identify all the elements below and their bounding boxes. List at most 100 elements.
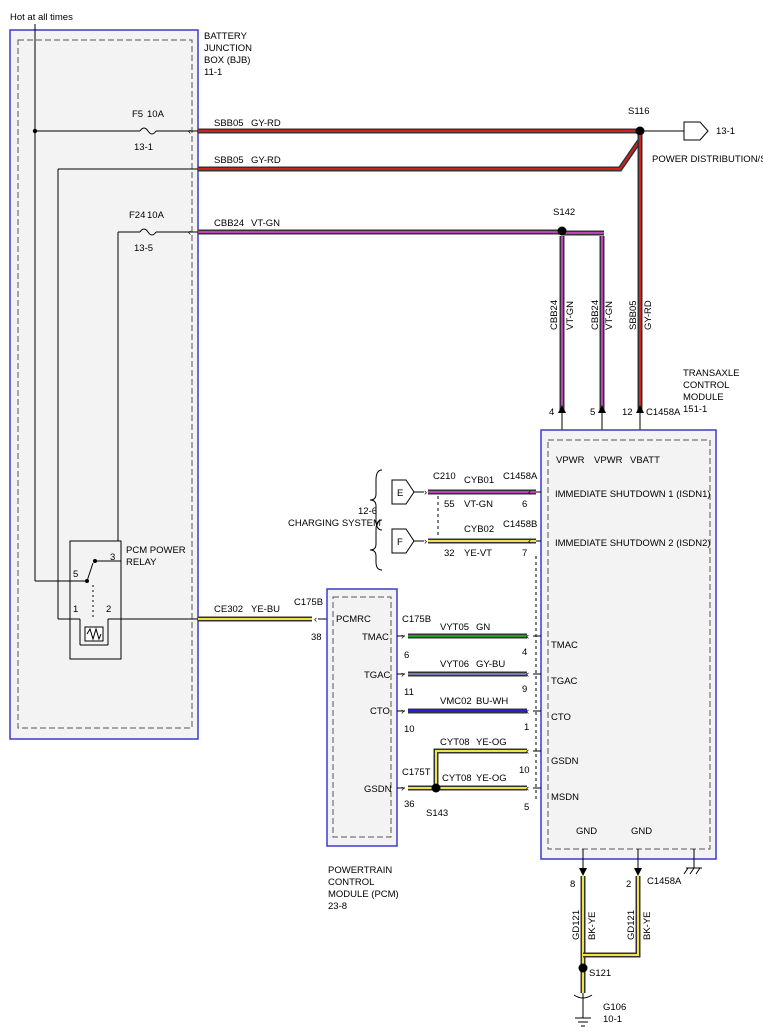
fuse-f5-rating: 10A xyxy=(147,109,165,120)
tcm-pin-4: 4 xyxy=(549,407,554,418)
power-distribution-ref: 13-1 xyxy=(716,126,735,137)
wire-sbb05-2-circuit: SBB05 xyxy=(214,155,244,166)
pcm-c175b-mid: C175B xyxy=(402,614,431,625)
pcm-pin-38: 38 xyxy=(311,632,322,643)
wire-vmc02-circuit: VMC02 xyxy=(440,696,472,707)
wire-sbb05-1-circuit: SBB05 xyxy=(214,118,244,129)
tcm-label-gsdn: GSDN xyxy=(551,756,579,767)
pcm-ref: 23-8 xyxy=(328,901,347,912)
splice-s116 xyxy=(635,126,645,136)
wire-vmc02-color: BU-WH xyxy=(476,696,508,707)
wire-cyb01-color: VT-GN xyxy=(464,499,493,510)
tcm-box xyxy=(540,429,717,860)
pcm-label-2: CONTROL xyxy=(328,877,374,888)
svg-text:›: › xyxy=(401,783,404,794)
pcm-label-3: MODULE (PCM) xyxy=(328,889,399,900)
tcm-label-2: CONTROL xyxy=(683,380,729,391)
wire-gd121a-circuit: GD121 xyxy=(571,910,582,940)
chassis-ground-icon xyxy=(683,867,702,875)
wire-vyt05-color: GN xyxy=(476,622,490,633)
wire-cbb24-color: VT-GN xyxy=(251,218,280,229)
connector-arrow: ‹ xyxy=(188,227,191,238)
wire-gd121b-circuit: GD121 xyxy=(626,910,637,940)
arrow-down-icon xyxy=(579,868,587,876)
power-distribution-label: POWER DISTRIBUTION/SJB xyxy=(652,154,763,165)
relay-label-1: PCM POWER xyxy=(126,545,186,556)
tcm-label-cto: CTO xyxy=(551,712,571,723)
wire-v2-color: VT-GN xyxy=(604,301,615,330)
wire-cyb02-circuit: CYB02 xyxy=(464,524,494,535)
tcm-pin-cto: 1 xyxy=(524,722,529,733)
tcm-label-isdn1: IMMEDIATE SHUTDOWN 1 (ISDN1) xyxy=(555,489,711,500)
svg-text:›: › xyxy=(401,706,404,717)
fuse-f24-ref: 13-5 xyxy=(134,243,153,254)
wire-v1-color: VT-GN xyxy=(565,301,576,330)
tcm-label-3: MODULE xyxy=(683,392,724,403)
relay-pin-1: 1 xyxy=(73,604,78,615)
splice-s142 xyxy=(557,226,567,236)
bjb-label-1: BATTERY xyxy=(204,31,248,42)
charging-c210: C210 xyxy=(433,471,456,482)
charging-ref: 12-6 xyxy=(358,506,377,517)
wire-cyt08a-color: YE-OG xyxy=(476,737,507,748)
svg-text:‹: ‹ xyxy=(528,536,531,547)
ground-ref: 10-1 xyxy=(603,1014,622,1025)
bjb-inner xyxy=(17,39,193,729)
fuse-f5-icon xyxy=(139,127,157,135)
bjb-ref: 11-1 xyxy=(204,67,222,78)
wire-v1-circuit: CBB24 xyxy=(549,300,560,330)
wire-cyt08a-circuit: CYT08 xyxy=(440,737,470,748)
charging-connector-e: E xyxy=(397,488,403,499)
splice-s143-label: S143 xyxy=(426,808,448,819)
fuse-f24-name: F24 xyxy=(129,210,145,221)
charging-c1458a: C1458A xyxy=(503,471,538,482)
svg-text:›: › xyxy=(401,669,404,680)
wire-v3-circuit: SBB05 xyxy=(628,300,639,330)
splice-s121 xyxy=(578,963,588,973)
hot-at-all-times-label: Hot at all times xyxy=(10,12,73,23)
wire-vyt06-circuit: VYT06 xyxy=(440,659,469,670)
svg-text:›: › xyxy=(424,536,427,547)
svg-text:‹: ‹ xyxy=(526,669,529,680)
charging-pin-55: 55 xyxy=(444,499,455,510)
charging-pin-6: 6 xyxy=(522,499,527,510)
relay-switch-contact xyxy=(86,562,94,582)
tcm-pin-msdn: 5 xyxy=(524,802,529,813)
tcm-connector-top: C1458A xyxy=(646,407,681,418)
wire-sbb05-2 xyxy=(198,139,641,170)
relay-pin-5: 5 xyxy=(73,569,78,580)
charging-pin-32: 32 xyxy=(444,548,455,559)
svg-text:›: › xyxy=(424,487,427,498)
svg-text:‹: ‹ xyxy=(526,706,529,717)
tcm-label-isdn2: IMMEDIATE SHUTDOWN 2 (ISDN2) xyxy=(555,538,711,549)
pcm-pin-36: 36 xyxy=(404,799,415,810)
splice-s142-label: S142 xyxy=(553,207,575,218)
pcm-c175b-top: C175B xyxy=(294,597,323,608)
bjb-label-2: JUNCTION xyxy=(204,43,252,54)
ground-g106: G106 xyxy=(603,1002,626,1013)
tcm-pin-gnd-8: 8 xyxy=(570,879,575,890)
wire-cyb01-circuit: CYB01 xyxy=(464,475,494,486)
tcm-label-vpwr-1: VPWR xyxy=(556,455,585,466)
tcm-ref: 151-1 xyxy=(683,404,707,415)
tcm-pin-5: 5 xyxy=(590,407,595,418)
tcm-pin-12: 12 xyxy=(622,407,633,418)
svg-text:›: › xyxy=(401,631,404,642)
pcm-label-gsdn: GSDN xyxy=(364,784,392,795)
wire-cyt08b-circuit: CYT08 xyxy=(442,773,472,784)
tcm-pin-gsdn: 10 xyxy=(519,765,530,776)
wire-gd121a-color: BK-YE xyxy=(587,911,598,940)
wire-cyb02-color: YE-VT xyxy=(464,548,492,559)
tcm-label-tgac: TGAC xyxy=(551,676,578,687)
fuse-f24-rating: 10A xyxy=(147,210,165,221)
tcm-pin-tmac: 4 xyxy=(522,647,527,658)
pcm-pin-6: 6 xyxy=(404,650,409,661)
tcm-pin-gnd-2: 2 xyxy=(626,879,631,890)
charging-label: CHARGING SYSTEM xyxy=(288,518,381,529)
tcm-connector-bottom: C1458A xyxy=(647,876,682,887)
connector-arrow: ‹ xyxy=(188,126,191,137)
pcm-label-cto: CTO xyxy=(370,706,390,717)
tcm-label-1: TRANSAXLE xyxy=(683,368,740,379)
wire-cbb24-circuit: CBB24 xyxy=(214,218,244,229)
fuse-f5-name: F5 xyxy=(132,109,143,120)
